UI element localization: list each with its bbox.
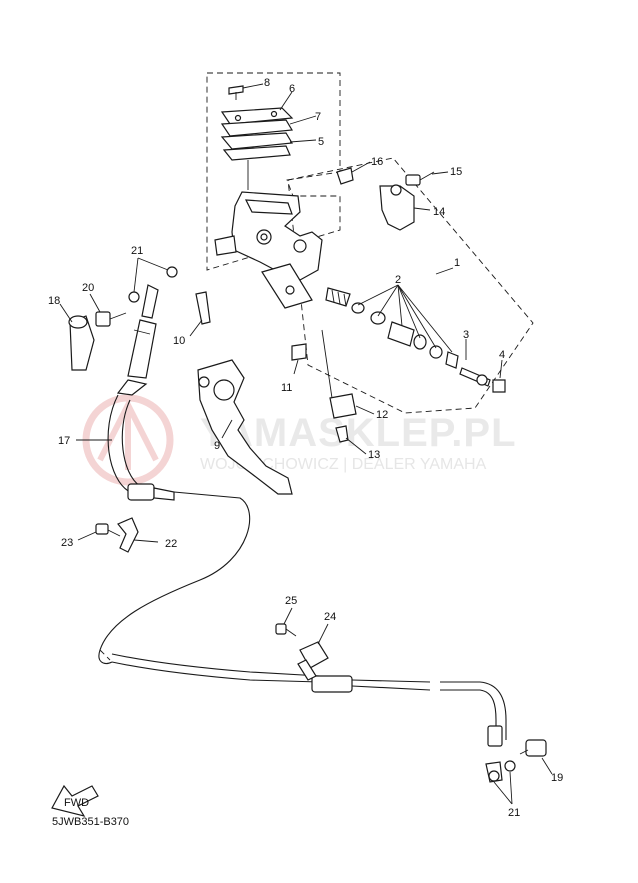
piston-kit-group-box [287,157,534,414]
callout-8: 8 [264,77,270,89]
callout-16: 16 [371,156,383,168]
pushrod [459,367,491,387]
piston-spring [325,287,351,307]
callout-19: 19 [551,772,563,784]
brake-hose-long [107,394,175,501]
callout-14: 14 [433,206,445,218]
callout-13: 13 [368,449,380,461]
callout-6: 6 [289,83,295,95]
callout-21-upper: 21 [131,245,143,257]
callout-3: 3 [463,329,469,341]
watermark: YAMASKLEP.PL WOJCIECHOWICZ | DEALER YAMA… [82,394,516,486]
callout-numbers: 1 2 3 4 5 6 7 8 9 10 11 12 13 14 15 16 1… [48,77,563,819]
brake-hose-upper [116,284,159,396]
washer-bottom-1 [488,770,500,782]
piston-cups [351,302,459,369]
callout-12: 12 [376,409,388,421]
front-stop-switch [321,329,357,419]
washer-upper [166,266,178,278]
callout-1: 1 [454,257,460,269]
pivot-nut [291,343,307,361]
callout-10: 10 [173,335,185,347]
callout-4: 4 [499,349,505,361]
callout-23: 23 [61,537,73,549]
union-bolt [95,311,127,327]
brake-lever [197,359,293,495]
locknut [492,379,506,393]
lever-pivot-bolt [195,291,211,325]
guide-bolt [275,623,297,637]
rubber-cap [336,167,354,185]
reservoir-cap [220,107,294,161]
callout-24: 24 [324,611,336,623]
master-cylinder-body [214,191,323,309]
callout-2: 2 [395,274,401,286]
callout-22: 22 [165,538,177,550]
callout-7: 7 [315,111,321,123]
callout-17: 17 [58,435,70,447]
callout-15: 15 [450,166,462,178]
diagram-code: 5JWB351-B370 [52,816,129,828]
callout-9: 9 [214,440,220,452]
union-bolt-lower [519,739,547,757]
fwd-arrow-icon: FWD [51,784,99,817]
callout-18: 18 [48,295,60,307]
leader-lines-kit [357,284,453,353]
fwd-label: FWD [64,797,89,809]
cable-route [98,491,507,783]
washer-lower [128,291,140,303]
callout-21-lower: 21 [508,807,520,819]
master-cylinder-holder [379,184,415,231]
washer-bottom-2 [504,760,516,772]
callout-20: 20 [82,282,94,294]
holder-bolt [405,171,435,186]
callout-5: 5 [318,136,324,148]
callout-leaders [59,83,553,805]
callout-11: 11 [281,382,292,394]
brake-switch [68,315,95,371]
hose-clamp [117,517,139,553]
cap-screw [228,85,244,100]
clamp-bolt [95,523,121,537]
hose-guide [297,641,329,681]
callout-25: 25 [285,595,297,607]
